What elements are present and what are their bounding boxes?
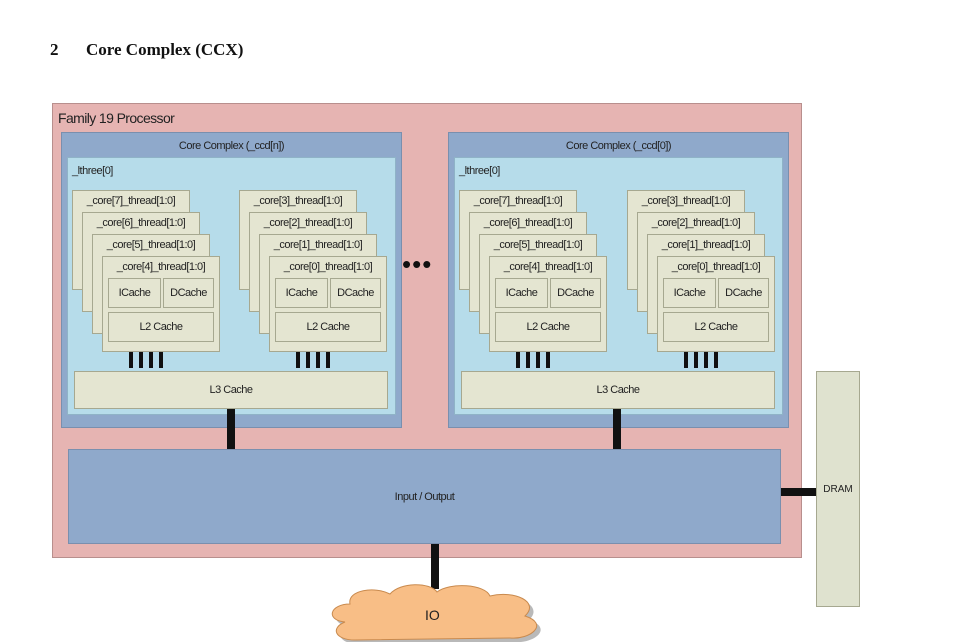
core-label: _core[3]_thread[1:0] (641, 195, 731, 207)
ellipsis-dots: ••• (402, 249, 433, 279)
processor-label: Family 19 Processor (58, 110, 175, 126)
dcache-box: DCache (718, 278, 769, 308)
core-to-l3-bus (306, 352, 310, 368)
core-to-l3-bus (704, 352, 708, 368)
core-label: _core[4]_thread[1:0] (503, 261, 593, 273)
core-label: _core[2]_thread[1:0] (263, 217, 353, 229)
dram-label: DRAM (823, 483, 853, 495)
core-label: _core[5]_thread[1:0] (106, 239, 196, 251)
core-to-l3-bus (526, 352, 530, 368)
core-to-l3-bus (159, 352, 163, 368)
icache-box: ICache (108, 278, 161, 308)
bus-io-to-dram (781, 488, 816, 496)
core-label: _core[5]_thread[1:0] (493, 239, 583, 251)
input-output-label: Input / Output (394, 490, 455, 503)
input-output-block: Input / Output (68, 449, 781, 544)
l2-cache-box: L2 Cache (495, 312, 601, 342)
l2-cache-box: L2 Cache (108, 312, 214, 342)
core-label: _core[3]_thread[1:0] (253, 195, 343, 207)
core-label: _core[7]_thread[1:0] (86, 195, 176, 207)
l3-cache-box: L3 Cache (74, 371, 388, 409)
section-number: 2 (50, 40, 59, 59)
icache-box: ICache (495, 278, 548, 308)
core-to-l3-bus (516, 352, 520, 368)
core-to-l3-bus (296, 352, 300, 368)
lthree-label: _lthree[0] (72, 165, 113, 177)
core-label: _core[4]_thread[1:0] (116, 261, 206, 273)
lthree-label: _lthree[0] (459, 165, 500, 177)
io-cloud-shape (332, 584, 538, 641)
core-label: _core[7]_thread[1:0] (473, 195, 563, 207)
section-heading: 2 Core Complex (CCX) (50, 40, 243, 60)
core-to-l3-bus (694, 352, 698, 368)
core-label: _core[6]_thread[1:0] (483, 217, 573, 229)
io-cloud (332, 584, 541, 642)
bus-ccd-n-to-io (227, 409, 235, 449)
core-label: _core[0]_thread[1:0] (671, 261, 761, 273)
core-to-l3-bus (684, 352, 688, 368)
bus-io-to-cloud (431, 544, 439, 589)
core-label: _core[2]_thread[1:0] (651, 217, 741, 229)
l2-cache-box: L2 Cache (275, 312, 381, 342)
core-to-l3-bus (546, 352, 550, 368)
bus-ccd-0-to-io (613, 409, 621, 449)
core-label: _core[1]_thread[1:0] (661, 239, 751, 251)
core-to-l3-bus (536, 352, 540, 368)
core-complex-title: Core Complex (_ccd[0]) (565, 140, 672, 152)
core-label: _core[1]_thread[1:0] (273, 239, 363, 251)
core-to-l3-bus (714, 352, 718, 368)
dcache-box: DCache (550, 278, 601, 308)
l3-cache-box: L3 Cache (461, 371, 775, 409)
io-cloud-label: IO (425, 607, 440, 623)
core-complex-title: Core Complex (_ccd[n]) (178, 140, 285, 152)
core-to-l3-bus (326, 352, 330, 368)
icache-box: ICache (275, 278, 328, 308)
icache-box: ICache (663, 278, 716, 308)
dram-block: DRAM (816, 371, 860, 607)
l2-cache-box: L2 Cache (663, 312, 769, 342)
core-label: _core[0]_thread[1:0] (283, 261, 373, 273)
core-to-l3-bus (129, 352, 133, 368)
core-label: _core[6]_thread[1:0] (96, 217, 186, 229)
core-to-l3-bus (139, 352, 143, 368)
dcache-box: DCache (163, 278, 214, 308)
core-to-l3-bus (316, 352, 320, 368)
dcache-box: DCache (330, 278, 381, 308)
core-to-l3-bus (149, 352, 153, 368)
section-title: Core Complex (CCX) (86, 40, 244, 59)
